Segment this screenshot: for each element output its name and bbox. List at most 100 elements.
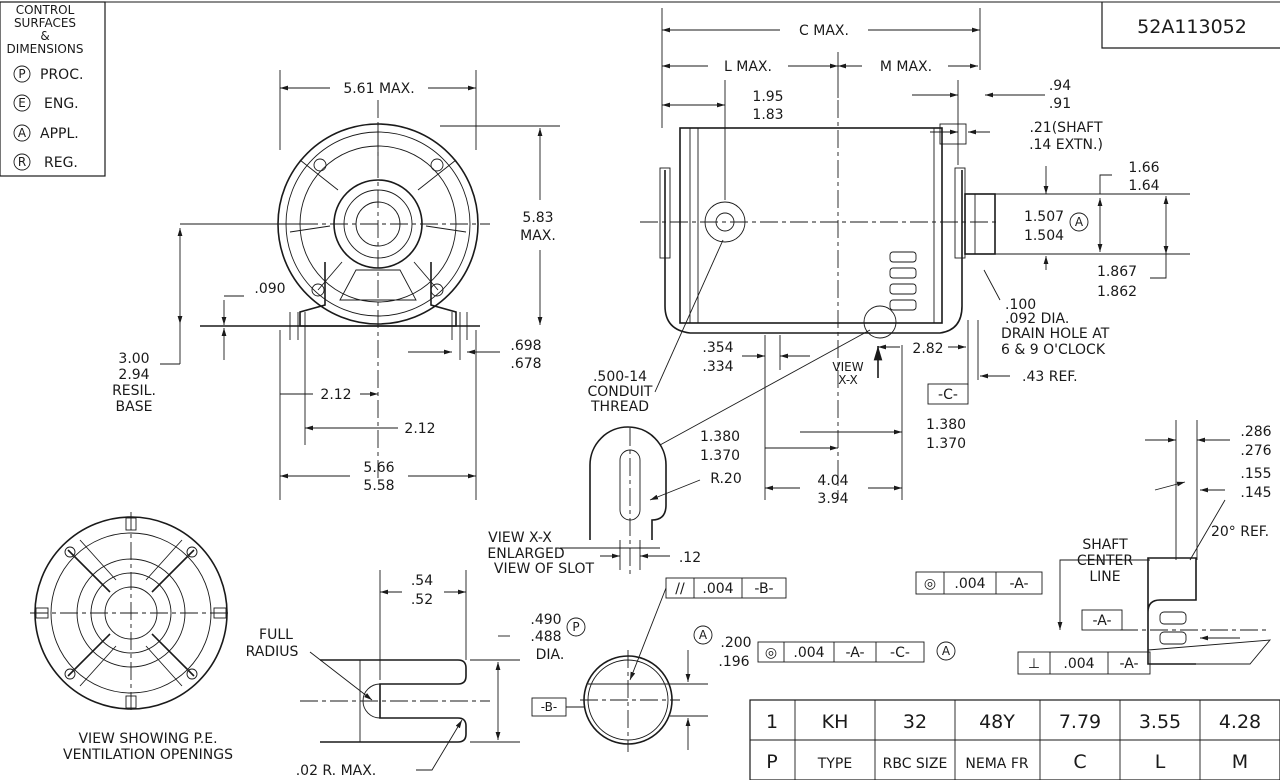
legend-sym-a: A (18, 126, 27, 140)
concentricity-icon: ◎ (765, 645, 777, 661)
dim-height-max: 5.83 (522, 210, 553, 226)
svg-text:.196: .196 (718, 654, 749, 670)
dim-ref-43: .43 REF. (1022, 369, 1078, 385)
table-header: RBC SIZE (883, 756, 948, 772)
proc-symbol-icon (566, 617, 586, 637)
dim-base-gap: .090 (254, 281, 285, 297)
dim-foot-span: 4.04 (817, 473, 848, 489)
dim-half-span-a: 2.12 (320, 387, 351, 403)
legend-title-1: CONTROL (16, 3, 75, 17)
front-view: 5.61 MAX. 5.83 MAX. .090 3.00 2.94 RESIL… (112, 70, 560, 500)
slot-caption-1: VIEW X-X (488, 530, 552, 546)
table-header: NEMA FR (965, 756, 1028, 772)
svg-text:A: A (942, 644, 951, 658)
svg-text:DIA.: DIA. (536, 647, 565, 663)
svg-text:P: P (572, 620, 579, 634)
table-cell: 4.28 (1219, 711, 1261, 733)
svg-text:2.94: 2.94 (118, 367, 149, 383)
dim-width-max: 5.61 MAX. (343, 81, 414, 97)
dim-resil-base: 3.00 (118, 351, 149, 367)
dim-key-t1: .286 (1240, 424, 1271, 440)
legend-sym-r: R (18, 155, 26, 169)
legend-sym-p: P (18, 67, 25, 81)
svg-text:.145: .145 (1240, 485, 1271, 501)
legend-label-reg: REG. (44, 155, 78, 171)
key-angle: 20° REF. (1211, 524, 1269, 540)
legend-title-4: DIMENSIONS (7, 42, 84, 56)
legend-label-appl: APPL. (40, 126, 79, 142)
dim-endbell: 1.95 (752, 89, 783, 105)
dim-total-dia: 1.867 (1097, 264, 1137, 280)
svg-text:A: A (1075, 215, 1084, 229)
centerline-label-2: CENTER (1077, 553, 1133, 569)
table-cell: 1 (766, 711, 778, 733)
slot-width: .12 (679, 550, 701, 566)
svg-text:.488: .488 (530, 629, 561, 645)
spec-table: 1 KH 32 48Y 7.79 3.55 4.28 P TYPE RBC SI… (749, 699, 1280, 780)
dim-foot-to-end: 2.82 (912, 341, 943, 357)
dim-flat-height: 1.66 (1128, 160, 1159, 176)
legend-sym-e: E (18, 96, 26, 110)
side-view: C MAX. L MAX. M MAX. 1.95 1.83 .94 .91 .… (588, 8, 1190, 507)
dim-key-t2: .155 (1240, 466, 1271, 482)
table-cell: 7.79 (1059, 711, 1101, 733)
dim-flat-depth: .200 (720, 635, 751, 651)
table-cell: KH (822, 711, 849, 733)
parallel-icon: // (675, 581, 685, 597)
appl-symbol-icon (936, 641, 956, 661)
slot-caption-2: ENLARGED (487, 546, 564, 562)
perpendicular-icon: ⊥ (1028, 656, 1040, 672)
svg-text:.52: .52 (411, 592, 433, 608)
svg-text:1.64: 1.64 (1128, 178, 1159, 194)
table-cell: 48Y (979, 711, 1015, 733)
concentricity-icon: ◎ (924, 576, 936, 592)
dim-shaft-dia: 1.507 (1024, 209, 1064, 225)
appl-symbol-icon (13, 124, 31, 142)
dim-c-max: C MAX. (799, 23, 849, 39)
table-cell: 3.55 (1139, 711, 1181, 733)
reg-symbol-icon (13, 153, 31, 171)
dim-half-span-b: 2.12 (404, 421, 435, 437)
proc-symbol-icon (13, 65, 31, 83)
shaft-detail: .54 .52 FULL RADIUS .490 .488 DIA. P .02… (246, 570, 956, 779)
svg-text:.092 DIA.: .092 DIA. (1005, 311, 1069, 327)
legend-title-2: SURFACES (14, 16, 76, 30)
svg-text:.91: .91 (1049, 96, 1071, 112)
svg-text:1.504: 1.504 (1024, 228, 1064, 244)
dim-drain-hole: .100 (1005, 297, 1036, 313)
svg-text:.276: .276 (1240, 443, 1271, 459)
table-header: L (1155, 751, 1166, 773)
svg-text:.14 EXTN.): .14 EXTN.) (1029, 137, 1103, 153)
slot-radius: R.20 (710, 471, 742, 487)
dim-l-max: L MAX. (724, 59, 772, 75)
part-number-box: 52A113052 (1101, 2, 1280, 49)
svg-text:.004: .004 (1063, 656, 1094, 672)
appl-symbol-icon (693, 625, 713, 645)
svg-text:.334: .334 (702, 359, 733, 375)
svg-text:.004: .004 (954, 576, 985, 592)
key-detail: .286 .276 .155 .145 20° REF. SHAFT CENTE… (915, 420, 1272, 675)
legend-label-eng: ENG. (44, 96, 79, 112)
datum-c: -C- (938, 387, 958, 403)
svg-text:RADIUS: RADIUS (246, 644, 299, 660)
dim-shaft-extn: .21(SHAFT (1029, 120, 1103, 136)
slot-detail: R.20 VIEW X-X ENLARGED VIEW OF SLOT .12 (487, 426, 742, 577)
svg-text:1.83: 1.83 (752, 107, 783, 123)
appl-symbol-icon (1069, 212, 1089, 232)
dim-shaft-end-dia: .490 (530, 612, 561, 628)
centerline-label-1: SHAFT (1082, 537, 1128, 553)
svg-text:MAX.: MAX. (520, 228, 556, 244)
dim-shaft-step: .94 (1049, 78, 1071, 94)
legend-title-3: & (40, 29, 49, 43)
svg-text:6 & 9 O'CLOCK: 6 & 9 O'CLOCK (1001, 342, 1106, 358)
legend-label-proc: PROC. (40, 67, 83, 83)
svg-text:.678: .678 (510, 356, 541, 372)
svg-text:A: A (699, 628, 708, 642)
dim-flat-len: .54 (411, 573, 433, 589)
dim-m-max: M MAX. (880, 59, 932, 75)
svg-text:.004: .004 (702, 581, 733, 597)
svg-text:1.862: 1.862 (1097, 284, 1137, 300)
table-header: TYPE (817, 756, 852, 772)
datum-a: -A- (1092, 613, 1111, 629)
